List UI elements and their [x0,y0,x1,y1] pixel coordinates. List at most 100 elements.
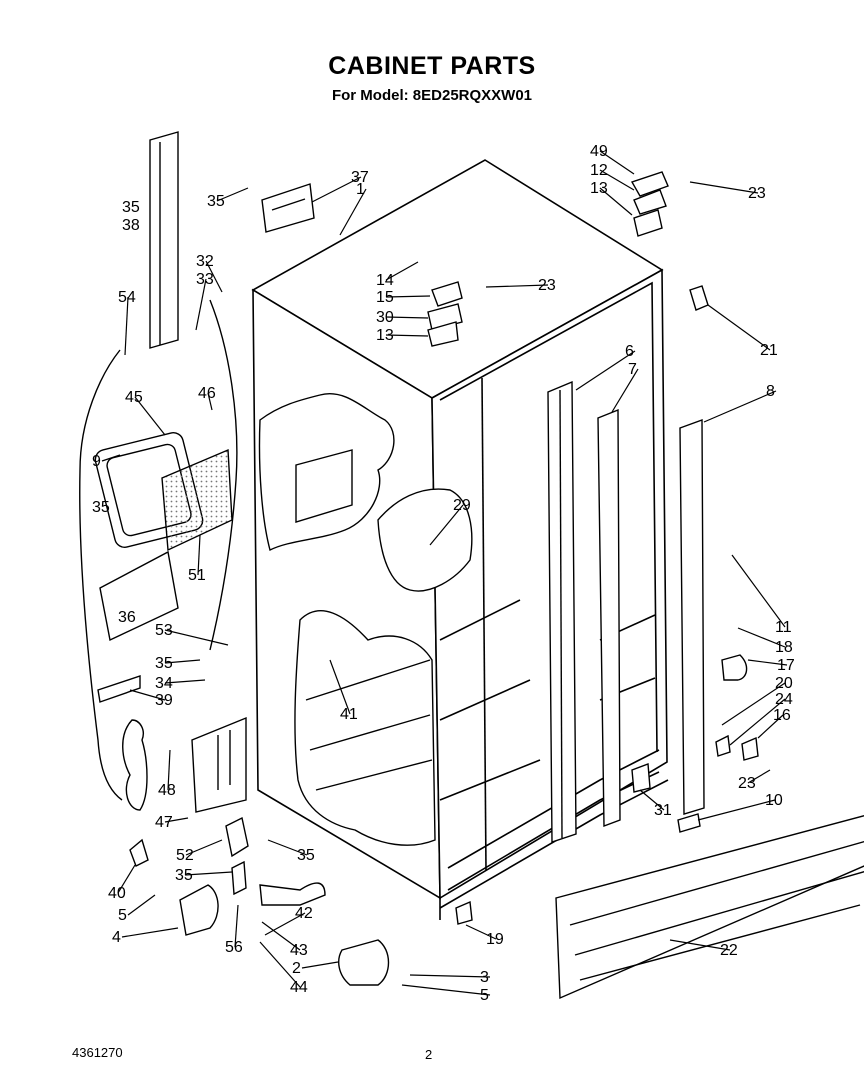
callout-label: 53 [155,622,173,639]
leader-line [195,278,207,331]
leader-line [311,176,362,203]
callout-label: 21 [760,342,778,359]
leader-line [737,627,786,648]
leader-line [729,698,786,746]
side-cutaways [258,392,473,846]
callout-label: 8 [766,383,775,400]
callout-label: 29 [453,497,471,514]
leader-line [599,187,633,216]
callout-label: 13 [376,327,394,344]
callout-label: 35 [207,193,225,210]
callout-label: 33 [196,271,214,288]
callout-label: 42 [295,905,313,922]
callout-label: 12 [590,162,608,179]
leader-line [164,629,229,646]
callout-label: 56 [225,939,243,956]
leader-line [164,817,189,823]
leader-line [234,904,239,948]
callout-label: 39 [155,692,173,709]
leader-line [639,789,665,811]
leader-line [205,260,223,293]
callout-label: 32 [196,253,214,270]
page-title: CABINET PARTS [328,52,536,80]
leader-line [757,714,784,739]
callout-label: 37 [351,169,369,186]
leader-line [611,368,639,413]
leader-line [485,284,549,288]
callout-label: 45 [125,389,143,406]
leader-line [429,504,464,546]
leader-line [101,454,121,462]
callout-label: 9 [92,453,101,470]
callout-label: 34 [155,675,173,692]
left-parts [79,131,390,986]
leader-line [575,350,636,391]
leader-line [121,927,179,938]
leader-line [259,941,301,988]
leader-line [747,659,788,666]
callout-label: 19 [486,931,504,948]
leader-line [129,689,166,701]
callout-label: 35 [297,847,315,864]
leader-line [185,839,223,856]
page-number: 2 [425,1047,433,1062]
leader-line [164,679,206,684]
callout-label: 35 [92,499,110,516]
leader-line [329,659,351,715]
callout-label: 24 [775,691,793,708]
callout-label: 15 [376,289,394,306]
callout-label: 5 [118,907,127,924]
callout-label: 52 [176,847,194,864]
leader-line [731,554,786,628]
leader-line [301,961,339,969]
document-number: 4361270 [72,1045,123,1060]
leader-line [599,169,635,191]
leader-line [124,296,129,356]
callout-label: 23 [538,277,556,294]
callout-label: 2 [292,960,301,977]
leader-line [385,316,429,319]
callout-label: 22 [720,942,738,959]
leader-line [264,912,306,936]
leader-line [261,921,301,951]
callout-label: 48 [158,782,176,799]
callout-label: 44 [290,979,308,996]
callout-label: 35 [122,199,140,216]
leader-line [707,304,771,351]
leader-line [117,864,136,894]
callout-label: 41 [340,706,358,723]
leader-line [697,799,776,821]
leader-line [689,181,759,194]
leader-line [721,682,786,726]
callout-label: 4 [112,929,121,946]
leader-line [207,392,213,411]
leader-line [197,534,201,576]
leader-line [747,769,771,784]
leader-line [385,261,419,281]
callout-label: 23 [748,185,766,202]
leader-line [167,749,171,791]
callout-label: 17 [777,657,795,674]
callout-label: 5 [480,987,489,1004]
callout-label: 51 [188,567,206,584]
leader-line [339,188,367,236]
callout-label: 38 [122,217,140,234]
leader-line [385,295,431,298]
model-subtitle: For Model: 8ED25RQXXW01 [331,87,533,104]
callout-label: 31 [654,802,672,819]
callout-label: 23 [738,775,756,792]
leader-line [409,974,491,978]
callout-label: 46 [198,385,216,402]
callout-label: 13 [590,180,608,197]
callout-label: 18 [775,639,793,656]
leader-line [267,839,308,856]
callout-label: 10 [765,792,783,809]
right-parts [427,171,864,1000]
callout-label: 40 [108,885,126,902]
callout-label: 35 [155,655,173,672]
leader-line [164,659,201,664]
leader-line [465,924,497,940]
callout-label: 54 [118,289,136,306]
leader-line [669,939,731,951]
